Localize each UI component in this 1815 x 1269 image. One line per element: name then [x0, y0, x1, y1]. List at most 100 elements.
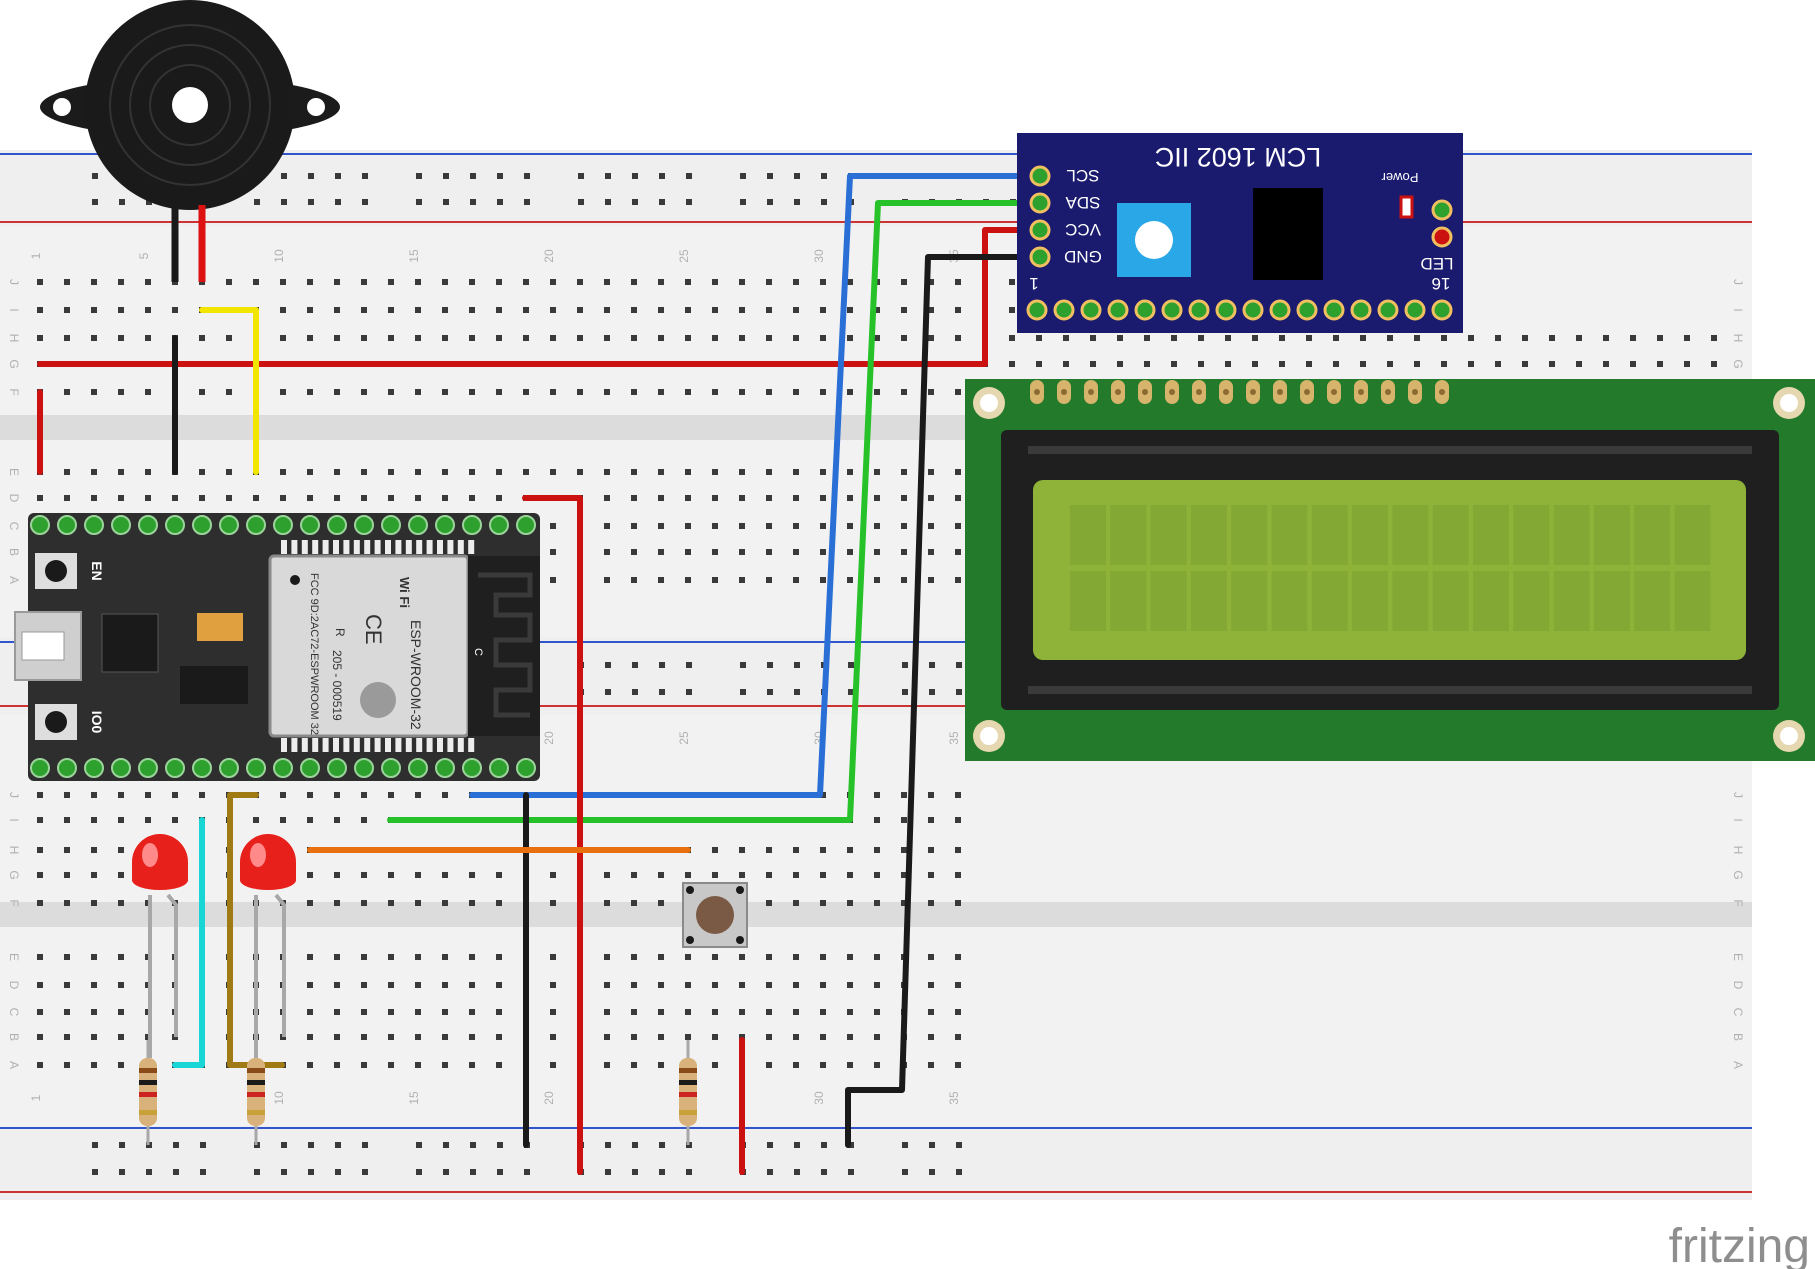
- breadboard-hole: [685, 523, 691, 529]
- esp32-button-io0-cap[interactable]: [45, 711, 67, 733]
- i2c-header-pin: [1026, 299, 1048, 321]
- breadboard-hole: [928, 389, 934, 395]
- breadboard-col-number: 30: [812, 1091, 826, 1105]
- push-button-cap[interactable]: [696, 896, 734, 934]
- breadboard-hole: [766, 872, 772, 878]
- breadboard-hole: [1522, 335, 1528, 341]
- breadboard-hole: [118, 1062, 124, 1068]
- breadboard-hole: [901, 389, 907, 395]
- breadboard-hole: [91, 335, 97, 341]
- breadboard-hole: [955, 279, 961, 285]
- breadboard-col-number: 1: [29, 252, 43, 259]
- breadboard-hole: [442, 307, 448, 313]
- breadboard-hole: [1009, 335, 1015, 341]
- breadboard-center-channel-bottom: [0, 902, 1752, 927]
- breadboard-hole: [37, 495, 43, 501]
- i2c-header-pin: [1242, 299, 1264, 321]
- breadboard-rail-hole: [173, 1169, 179, 1175]
- breadboard-hole: [388, 279, 394, 285]
- esp32-header-pin: [381, 758, 401, 778]
- breadboard-hole: [91, 307, 97, 313]
- breadboard-hole: [793, 523, 799, 529]
- breadboard-hole: [91, 792, 97, 798]
- breadboard-hole: [901, 469, 907, 475]
- breadboard-hole: [712, 1062, 718, 1068]
- resistor-2-band-4: [247, 1110, 265, 1115]
- breadboard-hole: [37, 792, 43, 798]
- breadboard-hole: [118, 335, 124, 341]
- breadboard-rail-hole: [902, 689, 908, 695]
- breadboard-rail-hole: [497, 1169, 503, 1175]
- breadboard-hole: [712, 389, 718, 395]
- breadboard-hole: [820, 549, 826, 555]
- breadboard-hole: [496, 307, 502, 313]
- breadboard-hole: [1225, 361, 1231, 367]
- breadboard-hole: [820, 847, 826, 853]
- breadboard-hole: [118, 1034, 124, 1040]
- esp32-button-en-cap[interactable]: [45, 560, 67, 582]
- breadboard-hole: [631, 523, 637, 529]
- breadboard-hole: [469, 900, 475, 906]
- esp32-module-pad: [353, 738, 360, 752]
- breadboard-hole: [712, 549, 718, 555]
- breadboard-hole: [793, 900, 799, 906]
- breadboard-hole: [361, 954, 367, 960]
- breadboard-hole: [550, 577, 556, 583]
- breadboard-row-letter: G: [1731, 359, 1745, 368]
- breadboard-hole: [604, 982, 610, 988]
- breadboard-hole: [1657, 361, 1663, 367]
- breadboard-hole: [496, 1034, 502, 1040]
- breadboard-hole: [496, 954, 502, 960]
- breadboard-hole: [280, 817, 286, 823]
- esp32-header-pin: [462, 758, 482, 778]
- breadboard-rail-hole: [632, 1142, 638, 1148]
- breadboard-row-letter: D: [7, 494, 21, 503]
- breadboard-rail-hole: [821, 173, 827, 179]
- breadboard-hole: [415, 792, 421, 798]
- breadboard-row-letter: B: [1731, 1033, 1745, 1041]
- breadboard-hole: [469, 335, 475, 341]
- breadboard-rail-hole: [578, 199, 584, 205]
- breadboard-hole: [1306, 361, 1312, 367]
- resistor-1-band-4: [139, 1110, 157, 1115]
- breadboard-hole: [361, 817, 367, 823]
- lcd-char-cell: [1553, 571, 1590, 631]
- breadboard-hole: [442, 279, 448, 285]
- i2c-pin-label: SDA: [1065, 193, 1101, 212]
- resistor-3: [679, 1040, 697, 1145]
- esp32-module-pad: [343, 540, 350, 554]
- breadboard-hole: [766, 279, 772, 285]
- breadboard-row-letter: F: [7, 388, 21, 395]
- breadboard-hole: [550, 307, 556, 313]
- breadboard-hole: [199, 792, 205, 798]
- breadboard-hole: [1252, 335, 1258, 341]
- breadboard-rail-hole: [92, 173, 98, 179]
- breadboard-hole: [334, 954, 340, 960]
- breadboard-hole: [1279, 361, 1285, 367]
- breadboard-hole: [172, 307, 178, 313]
- lcd-char-cell: [1473, 571, 1509, 631]
- breadboard-hole: [955, 1009, 961, 1015]
- breadboard-rail-hole: [659, 173, 665, 179]
- esp32-fcc-text: FCC 9D:2AC72-ESPWROOM 32: [308, 573, 320, 735]
- breadboard-hole: [280, 495, 286, 501]
- breadboard-rail-hole: [605, 199, 611, 205]
- breadboard-hole: [604, 1062, 610, 1068]
- esp32-header-pin: [408, 515, 428, 535]
- push-button[interactable]: [682, 882, 748, 948]
- breadboard-hole: [361, 495, 367, 501]
- breadboard-hole: [415, 1034, 421, 1040]
- breadboard-hole: [1468, 361, 1474, 367]
- esp32-header-pin: [516, 515, 536, 535]
- breadboard-hole: [820, 1062, 826, 1068]
- breadboard-hole: [901, 523, 907, 529]
- breadboard-hole: [604, 523, 610, 529]
- breadboard-hole: [658, 307, 664, 313]
- breadboard-hole: [469, 1034, 475, 1040]
- breadboard-hole: [928, 1034, 934, 1040]
- breadboard-hole: [766, 307, 772, 313]
- breadboard-hole: [550, 872, 556, 878]
- breadboard-rail-hole: [767, 173, 773, 179]
- breadboard-rail-hole: [767, 199, 773, 205]
- breadboard-row-letter: G: [7, 359, 21, 368]
